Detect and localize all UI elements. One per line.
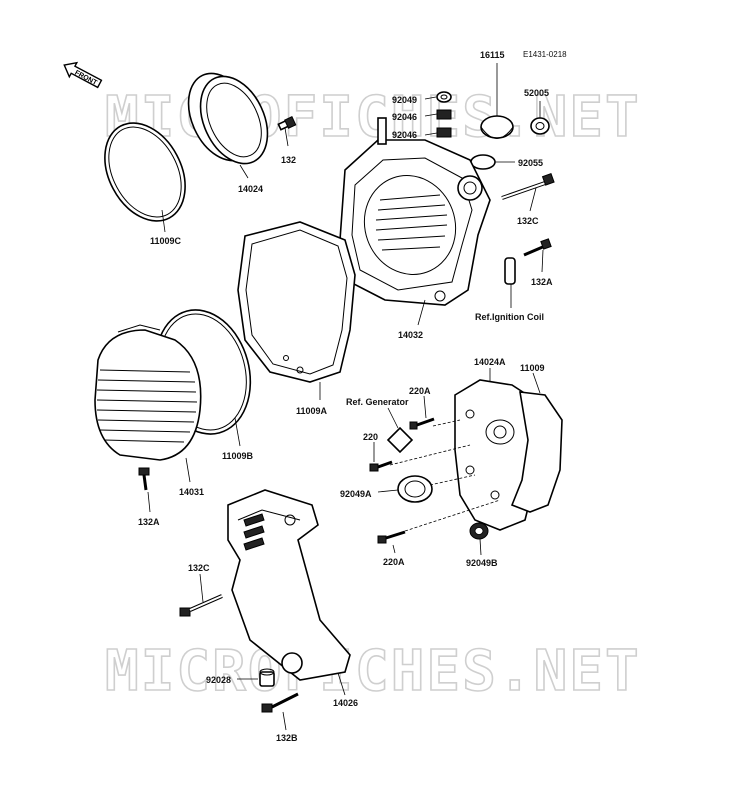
screw-220a-top (409, 395, 435, 430)
label-132a-top: 132A (531, 277, 553, 287)
label-92049b: 92049B (466, 558, 498, 568)
label-92028: 92028 (206, 675, 231, 685)
part-labels: 92049 92046 92046 16115 52005 92055 132 … (138, 50, 553, 743)
case-cover-14032 (339, 117, 491, 326)
generator-clamp (386, 407, 414, 454)
front-arrow-icon: FRONT (63, 61, 103, 89)
cover-14024 (187, 72, 269, 179)
label-14032: 14032 (398, 330, 423, 340)
label-92046-b: 92046 (392, 130, 417, 140)
figure-code: E1431-0218 (523, 50, 567, 59)
screw-220a-bottom (377, 530, 406, 554)
label-52005: 52005 (524, 88, 549, 98)
label-14024a: 14024A (474, 357, 506, 367)
seal-92049b (469, 522, 489, 556)
label-14026: 14026 (333, 698, 358, 708)
spacer-92046-b (424, 127, 452, 138)
label-132b: 132B (276, 733, 298, 743)
ignition-coil-bracket (504, 257, 516, 308)
label-ref-generator: Ref. Generator (346, 397, 409, 407)
label-92055: 92055 (518, 158, 543, 168)
label-92049a: 92049A (340, 489, 372, 499)
cover-14031 (94, 324, 202, 483)
label-132a-left: 132A (138, 517, 160, 527)
bolt-132c-top (501, 172, 555, 212)
label-220a-top: 220A (409, 386, 431, 396)
bolt-132a-top (523, 238, 552, 273)
screw-220 (369, 442, 393, 472)
label-92049: 92049 (392, 95, 417, 105)
label-92046-a: 92046 (392, 112, 417, 122)
seal-52005 (530, 101, 550, 135)
spacer-92046-a (424, 109, 452, 120)
seal-92049a (377, 475, 433, 503)
gasket-11009 (510, 372, 563, 513)
label-220a-bottom: 220A (383, 557, 405, 567)
bolt-132b (261, 692, 299, 731)
guard-14026 (227, 489, 351, 696)
cap-16115 (480, 63, 514, 139)
label-11009a: 11009A (296, 406, 328, 416)
watermark-top: MICROFICHES.NET (105, 85, 641, 150)
gasket-11009c (104, 122, 186, 233)
label-14031: 14031 (179, 487, 204, 497)
bolt-132a-left (138, 467, 151, 513)
collar-92028 (237, 668, 275, 687)
oring-92055 (470, 154, 515, 170)
watermark-bottom: MICROFICHES.NET (105, 639, 641, 704)
label-ref-ignition-coil: Ref.Ignition Coil (475, 312, 544, 322)
label-11009: 11009 (520, 363, 545, 373)
label-16115: 16115 (480, 50, 505, 60)
bolt-132c-bottom (179, 573, 223, 617)
alignment-lines (389, 419, 501, 532)
label-11009c: 11009C (150, 236, 182, 246)
label-14024: 14024 (238, 184, 263, 194)
label-132: 132 (281, 155, 296, 165)
bolt-132 (277, 116, 297, 147)
label-220: 220 (363, 432, 378, 442)
label-11009b: 11009B (222, 451, 254, 461)
label-132c-top: 132C (517, 216, 539, 226)
washer-92049 (424, 91, 452, 103)
gasket-11009a (237, 221, 356, 400)
label-132c-bottom: 132C (188, 563, 210, 573)
